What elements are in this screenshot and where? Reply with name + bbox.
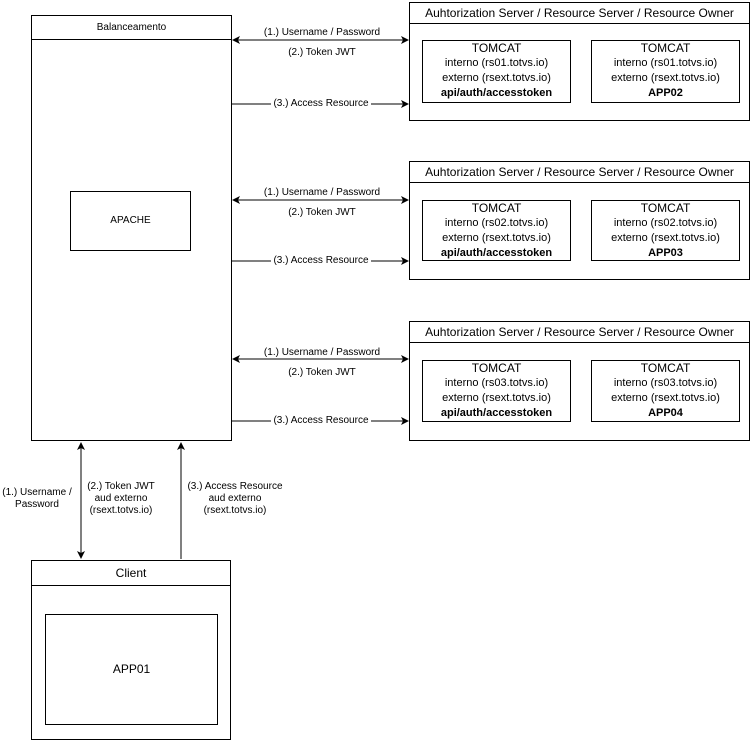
server-box-1: Auhtorization Server / Resource Server /… — [409, 2, 750, 121]
server-box-3: Auhtorization Server / Resource Server /… — [409, 321, 750, 441]
client-title: Client — [32, 561, 230, 586]
client-token-line1: (2.) Token JWT — [87, 481, 155, 492]
tomcat-interno: interno (rs01.totvs.io) — [444, 57, 549, 69]
tomcat-externo: externo (rsext.totvs.io) — [442, 392, 551, 404]
tomcat-title: TOMCAT — [640, 361, 691, 375]
edge-label-username-1: (1.) Username / Password — [263, 27, 381, 38]
server-title-1: Auhtorization Server / Resource Server /… — [410, 3, 749, 24]
tomcat-title: TOMCAT — [471, 41, 522, 55]
tomcat-app: APP03 — [648, 247, 683, 259]
client-access-label: (3.) Access Resource aud externo (rsext.… — [184, 481, 286, 517]
tomcat-externo: externo (rsext.totvs.io) — [442, 232, 551, 244]
edge-label-access-3: (3.) Access Resource — [271, 415, 371, 427]
app01-box: APP01 — [45, 614, 218, 725]
client-access-line2: aud externo — [208, 493, 262, 504]
client-username-line1: (1.) Username / — [2, 487, 72, 498]
tomcat-box-3-right: TOMCAT interno (rs03.totvs.io) externo (… — [591, 360, 740, 422]
tomcat-interno: interno (rs02.totvs.io) — [444, 217, 549, 229]
apache-box: APACHE — [70, 191, 191, 251]
balancer-box: Balanceamento APACHE — [31, 15, 232, 441]
client-access-line1: (3.) Access Resource — [187, 481, 283, 492]
tomcat-interno: interno (rs03.totvs.io) — [444, 377, 549, 389]
tomcat-box-2-right: TOMCAT interno (rs02.totvs.io) externo (… — [591, 200, 740, 261]
tomcat-externo: externo (rsext.totvs.io) — [442, 72, 551, 84]
tomcat-app: api/auth/accesstoken — [440, 407, 553, 419]
edge-label-username-2: (1.) Username / Password — [263, 187, 381, 198]
server-box-2: Auhtorization Server / Resource Server /… — [409, 161, 750, 280]
tomcat-app: api/auth/accesstoken — [440, 247, 553, 259]
tomcat-app: api/auth/accesstoken — [440, 87, 553, 99]
tomcat-box-1-left: TOMCAT interno (rs01.totvs.io) externo (… — [422, 40, 571, 103]
server-title-2: Auhtorization Server / Resource Server /… — [410, 162, 749, 183]
tomcat-interno: interno (rs01.totvs.io) — [613, 57, 718, 69]
tomcat-box-1-right: TOMCAT interno (rs01.totvs.io) externo (… — [591, 40, 740, 103]
tomcat-interno: interno (rs03.totvs.io) — [613, 377, 718, 389]
balancer-title: Balanceamento — [32, 16, 231, 40]
tomcat-externo: externo (rsext.totvs.io) — [611, 72, 720, 84]
server-title-3: Auhtorization Server / Resource Server /… — [410, 322, 749, 343]
edge-label-access-2: (3.) Access Resource — [271, 255, 371, 267]
client-username-line2: Password — [15, 499, 59, 510]
client-box: Client APP01 — [31, 560, 231, 740]
tomcat-title: TOMCAT — [640, 41, 691, 55]
tomcat-title: TOMCAT — [471, 361, 522, 375]
client-username-label: (1.) Username / Password — [0, 487, 74, 511]
client-token-label: (2.) Token JWT aud externo (rsext.totvs.… — [82, 481, 160, 517]
tomcat-title: TOMCAT — [471, 201, 522, 215]
edge-label-username-3: (1.) Username / Password — [263, 347, 381, 358]
app01-label: APP01 — [112, 662, 151, 676]
tomcat-app: APP04 — [648, 407, 683, 419]
tomcat-app: APP02 — [648, 87, 683, 99]
client-access-line3: (rsext.totvs.io) — [203, 505, 267, 516]
edge-label-access-1: (3.) Access Resource — [271, 98, 371, 110]
apache-label: APACHE — [110, 215, 151, 226]
tomcat-box-2-left: TOMCAT interno (rs02.totvs.io) externo (… — [422, 200, 571, 261]
tomcat-interno: interno (rs02.totvs.io) — [613, 217, 718, 229]
client-token-line2: aud externo — [94, 493, 148, 504]
tomcat-title: TOMCAT — [640, 201, 691, 215]
client-token-line3: (rsext.totvs.io) — [89, 505, 153, 516]
edge-label-token-1: (2.) Token JWT — [288, 47, 356, 58]
tomcat-box-3-left: TOMCAT interno (rs03.totvs.io) externo (… — [422, 360, 571, 422]
edge-label-token-3: (2.) Token JWT — [288, 367, 356, 378]
tomcat-externo: externo (rsext.totvs.io) — [611, 232, 720, 244]
tomcat-externo: externo (rsext.totvs.io) — [611, 392, 720, 404]
edge-label-token-2: (2.) Token JWT — [288, 207, 356, 218]
